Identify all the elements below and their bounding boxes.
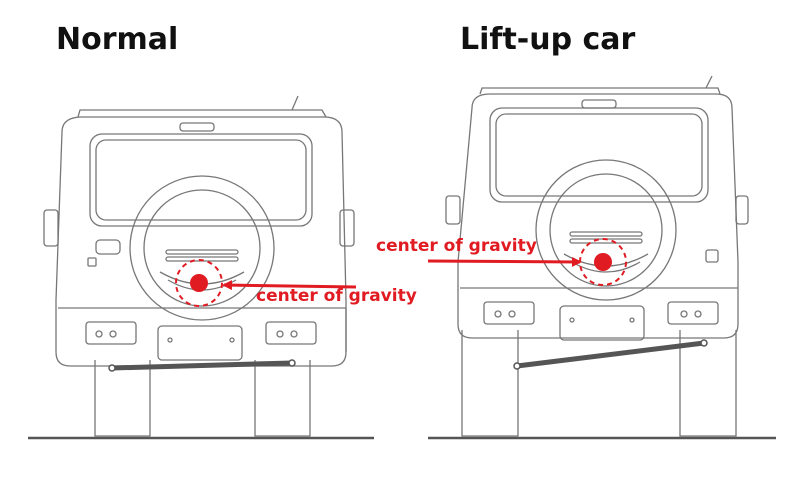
rear-lamp-left-normal bbox=[85, 321, 137, 345]
cg-ring-lifted bbox=[579, 238, 627, 286]
title-lift-up-car: Lift-up car bbox=[460, 22, 636, 57]
rear-lamp-left-lifted bbox=[483, 301, 535, 325]
suspension-bar-lifted bbox=[514, 340, 707, 369]
rear-lamp-right-normal bbox=[265, 321, 317, 345]
body-outline-normal bbox=[55, 116, 347, 367]
cg-dot-lifted bbox=[594, 253, 612, 271]
tire-right-lifted bbox=[679, 330, 737, 437]
cg-dot-normal bbox=[190, 274, 208, 292]
antenna-lifted bbox=[705, 75, 713, 89]
tire-left-lifted bbox=[461, 330, 519, 437]
vehicle-normal bbox=[28, 95, 374, 440]
cg-label-lifted: center of gravity bbox=[376, 236, 537, 256]
antenna-normal bbox=[291, 95, 299, 111]
vehicle-lifted bbox=[428, 75, 776, 440]
license-plate-lifted bbox=[559, 305, 645, 341]
cg-arrow-normal bbox=[222, 280, 357, 291]
rear-window-lifted bbox=[489, 107, 709, 203]
license-plate-normal bbox=[157, 325, 243, 361]
cg-ring-normal bbox=[175, 259, 223, 307]
tire-right-normal bbox=[254, 360, 311, 437]
rear-lamp-right-lifted bbox=[667, 301, 719, 325]
spare-tire-normal bbox=[129, 175, 275, 321]
title-normal: Normal bbox=[56, 22, 179, 57]
suspension-bar-normal bbox=[109, 360, 295, 371]
brake-light-lifted bbox=[581, 99, 617, 109]
cg-label-normal: center of gravity bbox=[256, 286, 417, 306]
rear-bumper-normal bbox=[58, 307, 347, 352]
brake-light-normal bbox=[179, 122, 215, 132]
spare-tire-lifted bbox=[535, 159, 677, 301]
tire-left-normal bbox=[94, 360, 151, 437]
body-outline-lifted bbox=[457, 93, 739, 339]
rear-window-normal bbox=[89, 133, 313, 227]
cg-arrow-lifted bbox=[427, 256, 582, 267]
